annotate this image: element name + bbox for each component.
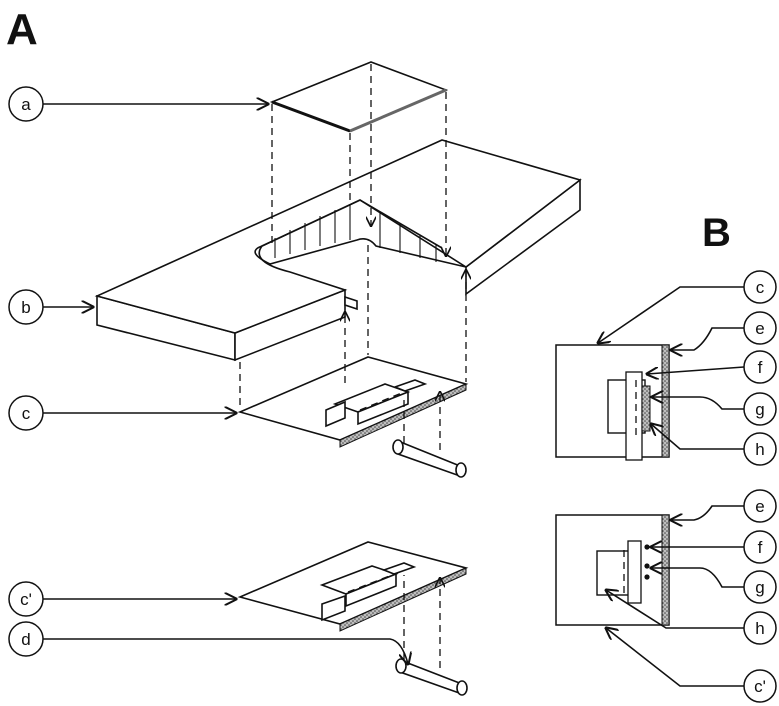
svg-text:c': c'	[20, 590, 32, 609]
svg-text:b: b	[21, 298, 30, 317]
svg-text:h: h	[755, 619, 764, 638]
svg-text:e: e	[755, 497, 764, 516]
svg-text:c': c'	[754, 677, 766, 696]
callout-b: b	[8, 289, 93, 325]
svg-text:g: g	[755, 400, 764, 419]
callout-b-bottom-f: f	[651, 530, 777, 564]
callout-a: a	[8, 86, 268, 122]
svg-text:h: h	[755, 440, 764, 459]
tube-under-c	[392, 439, 467, 478]
svg-text:f: f	[758, 538, 763, 557]
lid-sheet-a	[269, 61, 449, 133]
callout-d: d	[8, 621, 408, 664]
callout-b-bottom-e: e	[671, 489, 777, 522]
svg-text:g: g	[755, 578, 764, 597]
tube-d	[395, 658, 468, 696]
svg-text:c: c	[756, 278, 765, 297]
frame-block-b	[94, 139, 582, 362]
panel-b-top-view	[555, 344, 670, 461]
callout-b-top-f: f	[647, 350, 777, 384]
callout-b-bottom-h: h	[606, 590, 777, 645]
callout-c-prime: c'	[8, 581, 236, 617]
callout-b-bottom-g: g	[651, 568, 777, 604]
svg-text:d: d	[21, 630, 30, 649]
panel-label-b: B	[702, 211, 731, 255]
callout-b-bottom-c-prime: c'	[606, 628, 777, 703]
callout-b-top-g: g	[652, 393, 777, 426]
svg-text:a: a	[21, 95, 31, 114]
callout-b-top-c: c	[598, 270, 777, 343]
base-plate-c-prime	[237, 541, 469, 632]
svg-text:f: f	[758, 358, 763, 377]
assembly-guide-lines	[239, 64, 466, 668]
svg-text:c: c	[22, 404, 31, 423]
base-plate-c	[237, 356, 469, 448]
callout-b-top-h: h	[651, 424, 777, 466]
svg-text:e: e	[755, 319, 764, 338]
callout-c: c	[8, 395, 236, 431]
panel-label-a: A	[6, 5, 38, 54]
panel-b-bottom-view	[555, 514, 670, 626]
callout-b-top-e: e	[671, 311, 777, 350]
